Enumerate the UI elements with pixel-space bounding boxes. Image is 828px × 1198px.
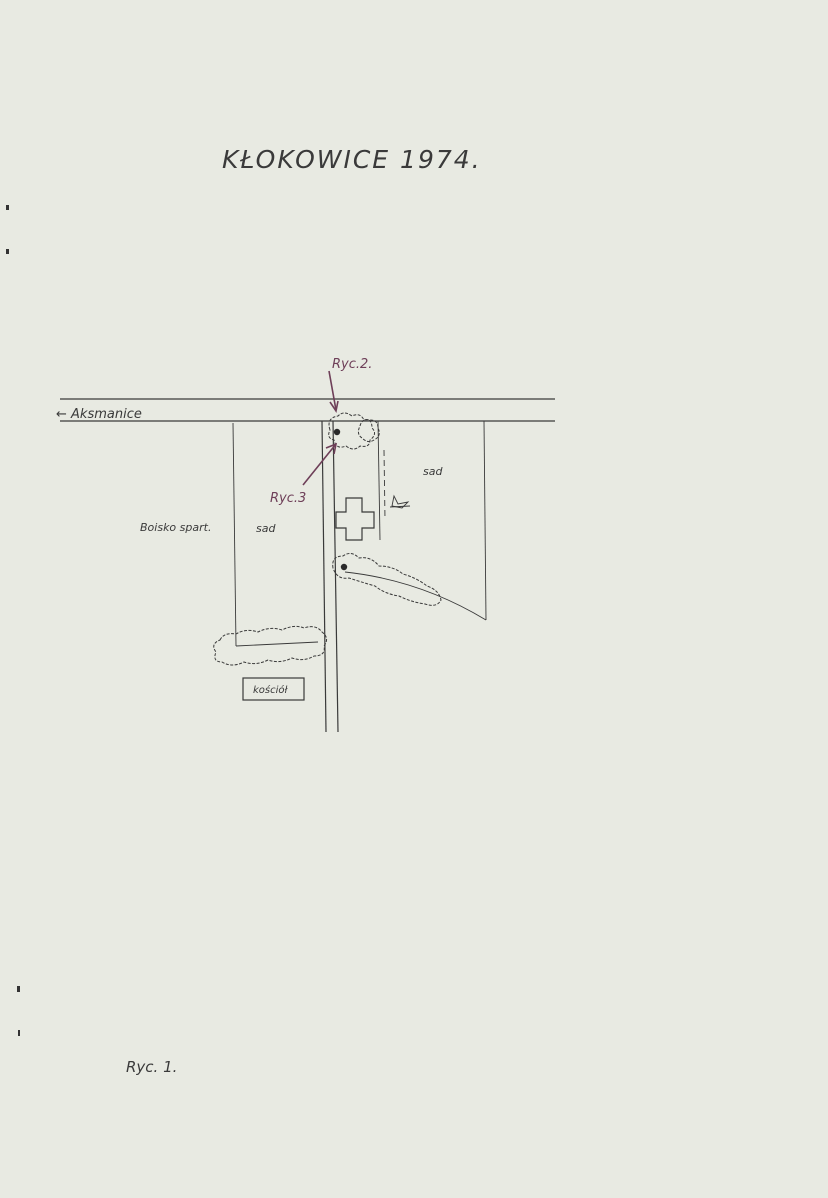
shrine-symbol [389,494,411,509]
house-outline [335,497,375,541]
map-title: KŁOKOWICE 1974. [222,145,482,174]
road-direction-label: ← Aksmanice [56,407,142,422]
callout-fig3-label: Ryc.3 [270,491,306,506]
church-label: kościół [253,684,289,696]
binding-marks [6,205,20,1036]
callout-arrow-fig3 [302,442,338,486]
plot-left-boundary [232,422,319,647]
tree-cluster-roadside [328,412,380,450]
sports-field-label: Boisko spart. [140,521,211,534]
callout-fig2-label: Ryc.2. [332,357,372,372]
orchard-left-label: sad [256,522,276,535]
callout-arrow-fig2 [328,370,339,414]
tree-marker [340,563,348,571]
tree-marker [333,428,341,436]
figure-caption: Ryc. 1. [126,1058,177,1076]
hedge-lower-right [332,552,442,606]
church-box [242,677,305,701]
road-aksmanice [60,398,555,422]
orchard-right-label: sad [423,465,443,478]
plot-right-boundary [344,420,487,621]
hedge-left-plot [213,625,328,666]
lane-vertical [321,420,339,733]
